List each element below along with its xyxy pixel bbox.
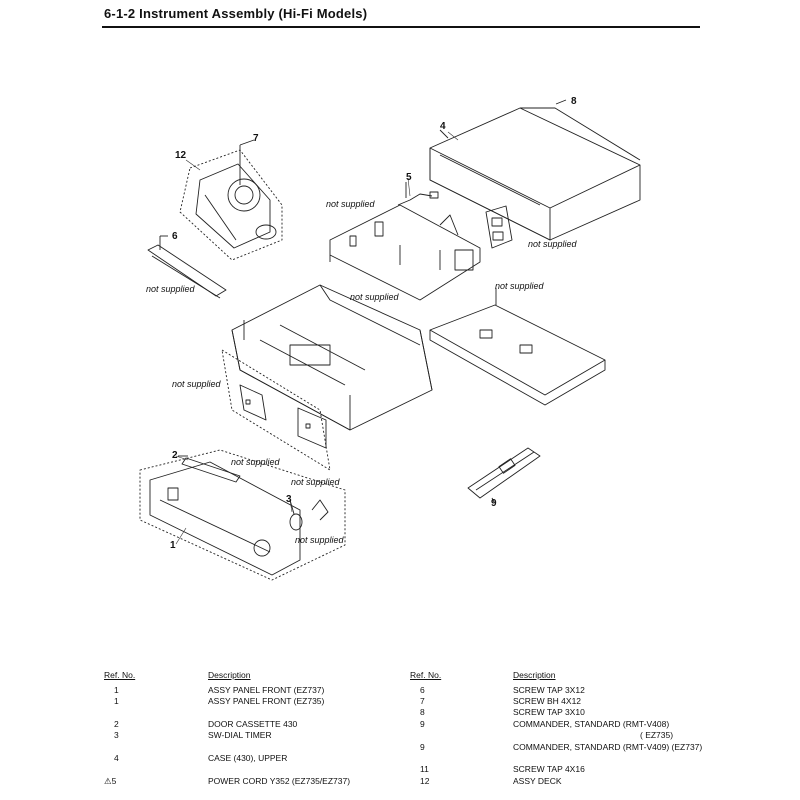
left-desc-header: Description [208,670,251,680]
left-row-desc: CASE (430), UPPER [208,753,288,763]
left-row-desc: POWER CORD Y352 (EZ735/EZ737) [208,776,351,786]
not-supplied-label: not supplied [326,199,375,209]
right-row-ref: 12 [420,776,430,786]
right-row-desc: SCREW TAP 4X16 [513,764,585,774]
left-row-desc: ASSY PANEL FRONT (EZ737) [208,685,325,695]
left-row-ref: 3 [114,730,119,740]
power-cord-part [397,182,439,206]
left-row-ref: 1 [114,685,119,695]
right-row-ref: 9 [420,742,425,752]
left-row-desc: DOOR CASSETTE 430 [208,719,298,729]
left-row-ref: 4 [114,753,119,763]
left-ref-header: Ref. No. [104,670,136,680]
right-row-ref: 8 [420,707,425,717]
left-row-ref: 1 [114,696,119,706]
front-panel-group [139,449,346,581]
not-supplied-label: not supplied [231,457,280,467]
left-row-desc: SW-DIAL TIMER [208,730,272,740]
left-row-ref: 2 [114,719,119,729]
bracket-part [147,235,227,299]
deck-assembly-group [179,139,283,261]
left-row-desc: ASSY PANEL FRONT (EZ735) [208,696,325,706]
bottom-plate-part [429,288,606,406]
not-supplied-label: not supplied [146,284,195,294]
not-supplied-label: not supplied [295,535,344,545]
callout-12: 12 [175,150,187,161]
title-rule [102,26,700,28]
callout-4: 4 [440,121,446,132]
right-row-ref: 7 [420,696,425,706]
not-supplied-label: not supplied [528,239,577,249]
dial-knob-part [289,499,329,531]
callout-9: 9 [491,498,497,509]
front-board-group [221,349,331,471]
main-chassis-part [231,284,433,431]
callout-5: 5 [406,172,412,183]
remote-commander-part [467,447,541,503]
main-board-part [329,204,481,301]
callout-8: 8 [571,96,577,107]
right-row-desc-note: ( EZ735) [640,730,674,740]
callout-3: 3 [286,494,292,505]
right-row-desc: SCREW TAP 3X10 [513,707,585,717]
callout-7: 7 [253,133,259,144]
rear-jack-part [485,205,513,249]
not-supplied-label: not supplied [350,292,399,302]
right-row-desc: COMMANDER, STANDARD (RMT-V409) (EZ737) [513,742,703,752]
right-row-desc: COMMANDER, STANDARD (RMT-V408) [513,719,670,729]
right-row-desc: SCREW TAP 3X12 [513,685,585,695]
upper-case-part [429,99,641,241]
right-row-ref: 11 [420,764,429,774]
callout-2: 2 [172,450,178,461]
not-supplied-label: not supplied [172,379,221,389]
not-supplied-label: not supplied [495,281,544,291]
right-row-desc: SCREW BH 4X12 [513,696,582,706]
callout-1: 1 [170,540,176,551]
page-title: 6-1-2 Instrument Assembly (Hi-Fi Models) [104,6,368,21]
right-row-desc: ASSY DECK [513,776,562,786]
not-supplied-label: not supplied [291,477,340,487]
right-desc-header: Description [513,670,556,680]
right-row-ref: 6 [420,685,425,695]
callout-6: 6 [172,231,178,242]
exploded-view-diagram [139,99,641,581]
right-ref-header: Ref. No. [410,670,442,680]
right-row-ref: 9 [420,719,425,729]
left-row-ref: ⚠5 [104,776,117,786]
